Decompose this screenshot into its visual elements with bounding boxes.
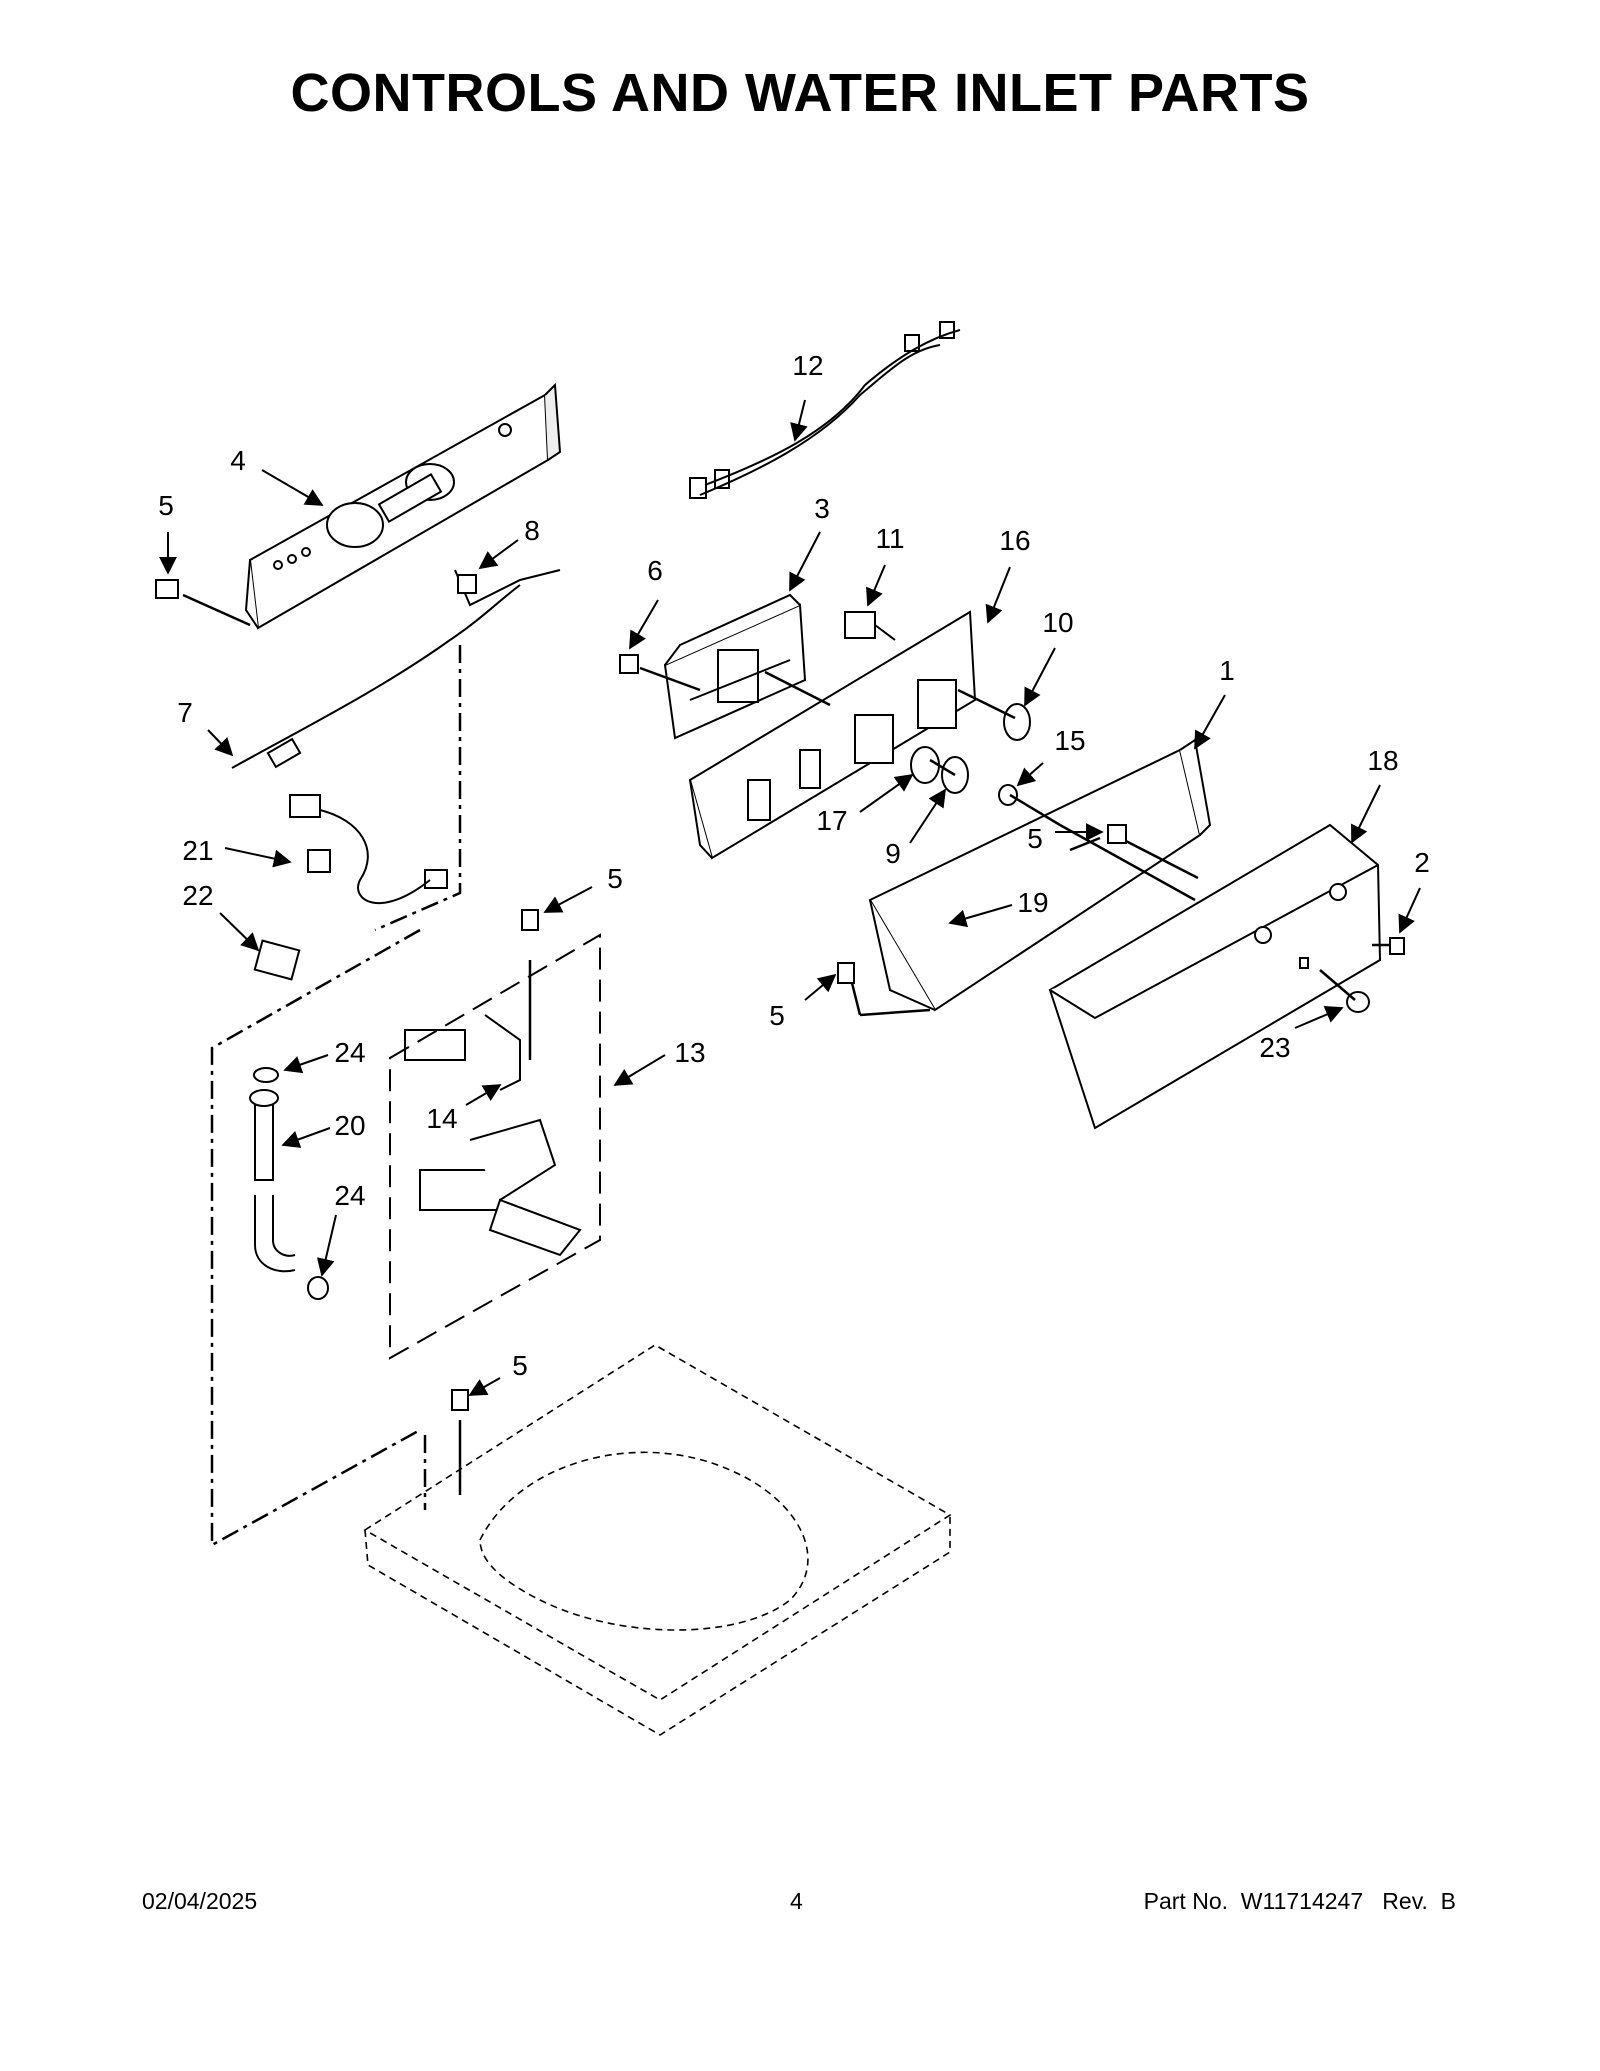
- page-title: CONTROLS AND WATER INLET PARTS: [290, 63, 1310, 123]
- callout-2: 2: [1414, 847, 1430, 878]
- callout-5: 5: [512, 1350, 528, 1381]
- callout-13: 13: [674, 1037, 705, 1068]
- callout-5: 5: [769, 1000, 785, 1031]
- callout-16: 16: [999, 525, 1030, 556]
- callout-1: 1: [1219, 655, 1235, 686]
- callout-22: 22: [182, 880, 213, 911]
- callout-21: 21: [182, 835, 213, 866]
- console-frame-1: [868, 738, 1212, 1012]
- ring-17: [910, 746, 940, 784]
- button-15: [998, 784, 1018, 806]
- callout-18: 18: [1367, 745, 1398, 776]
- callout-6: 6: [647, 555, 663, 586]
- console-cover-18: [1048, 823, 1382, 1130]
- callout-15: 15: [1054, 725, 1085, 756]
- top-frame-base: [363, 1344, 952, 1736]
- callout-24: 24: [334, 1037, 365, 1068]
- callout-23: 23: [1259, 1032, 1290, 1063]
- callout-19: 19: [1017, 887, 1048, 918]
- callout-5: 5: [607, 863, 623, 894]
- footer-part-number: Part No. W11714247 Rev. B: [1143, 1888, 1456, 1914]
- callout-20: 20: [334, 1110, 365, 1141]
- wire-harness-12: [689, 321, 961, 499]
- callout-14: 14: [426, 1103, 457, 1134]
- callout-5: 5: [1027, 823, 1043, 854]
- footer-date: 02/04/2025: [142, 1888, 258, 1914]
- console-16: [688, 610, 977, 860]
- callout-24: 24: [334, 1180, 365, 1211]
- screws: [155, 574, 1405, 1411]
- callout-arrows: [159, 399, 1421, 1396]
- callout-10: 10: [1042, 607, 1073, 638]
- callout-11: 11: [875, 523, 904, 554]
- relay-22: [253, 939, 301, 981]
- footer-page-number: 4: [790, 1888, 803, 1914]
- wire-harness-21: [289, 794, 448, 905]
- valve-assembly-14: [404, 1014, 582, 1257]
- callout-12: 12: [792, 350, 823, 381]
- knob-10: [1003, 703, 1031, 741]
- control-board-3: [663, 593, 807, 740]
- connector-lines: [182, 593, 1395, 1495]
- callout-labels: 12 4 5 8 3 11 16 6 10 1 7 15 18 17 9 5 2…: [158, 350, 1430, 1381]
- washer-24: [253, 1067, 329, 1300]
- callout-5: 5: [158, 490, 174, 521]
- callout-8: 8: [524, 515, 540, 546]
- callout-9: 9: [885, 838, 901, 869]
- callout-7: 7: [177, 697, 193, 728]
- encoder-11: [844, 611, 896, 641]
- callout-17: 17: [816, 805, 847, 836]
- callout-3: 3: [814, 493, 830, 524]
- rear-console-panel: [244, 382, 562, 630]
- inlet-hose-20: [249, 1089, 296, 1273]
- callout-4: 4: [230, 445, 246, 476]
